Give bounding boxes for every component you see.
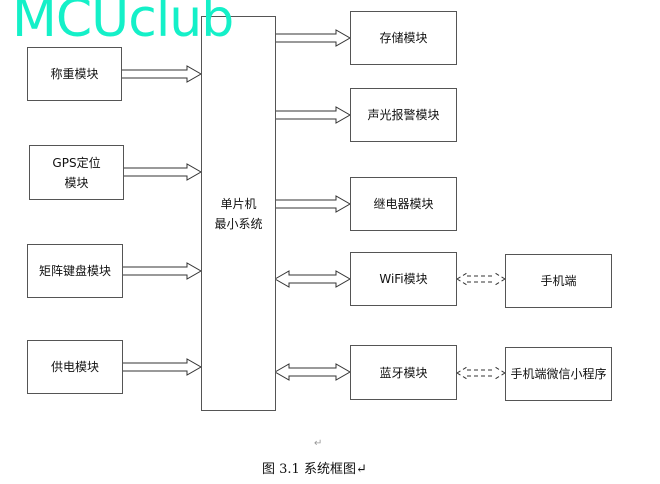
watermark-logo: MCUclub xyxy=(12,0,234,49)
wifi-module-label: WiFi模块 xyxy=(379,272,428,286)
phone-box: 手机端 xyxy=(505,254,612,308)
relay-module-box: 继电器模块 xyxy=(350,177,457,231)
mcu-label-2: 最小系统 xyxy=(214,216,263,231)
arrow-mcu-bluetooth xyxy=(273,363,352,381)
bluetooth-module-box: 蓝牙模块 xyxy=(350,345,457,400)
keypad-module-box: 矩阵键盘模块 xyxy=(27,244,123,298)
paragraph-mark: ↵ xyxy=(314,438,323,449)
arrow-gps-to-mcu xyxy=(122,163,203,181)
arrow-weighing-to-mcu xyxy=(120,65,203,83)
mcu-box: 单片机最小系统 xyxy=(201,16,276,411)
arrow-power-to-mcu xyxy=(121,358,203,376)
arrow-mcu-to-alarm xyxy=(274,106,352,124)
weighing-module-label: 称重模块 xyxy=(50,67,99,81)
power-module-label: 供电模块 xyxy=(50,360,99,374)
gps-module-label: GPS定位 xyxy=(52,155,101,170)
storage-module-box: 存储模块 xyxy=(350,11,457,65)
bluetooth-module-label: 蓝牙模块 xyxy=(379,365,428,380)
gps-module-label-2: 模块 xyxy=(64,175,89,190)
alarm-module-box: 声光报警模块 xyxy=(350,88,457,142)
power-module-box: 供电模块 xyxy=(27,340,123,394)
arrow-keypad-to-mcu xyxy=(121,262,203,280)
dashed-arrow-bt-miniprogram xyxy=(456,366,506,380)
wechat-miniprogram-box: 手机端微信小程序 xyxy=(505,347,612,401)
wifi-module-box: WiFi模块 xyxy=(350,252,457,306)
keypad-module-label: 矩阵键盘模块 xyxy=(38,264,111,278)
dashed-arrow-wifi-phone xyxy=(456,272,506,286)
gps-module-box: GPS定位模块 xyxy=(29,145,124,200)
arrow-mcu-wifi xyxy=(273,270,352,288)
storage-module-label: 存储模块 xyxy=(379,31,428,45)
arrow-mcu-to-storage xyxy=(274,29,352,47)
mcu-label: 单片机 xyxy=(220,196,257,211)
arrow-mcu-to-relay xyxy=(274,195,352,213)
phone-label: 手机端 xyxy=(540,274,577,288)
relay-module-label: 继电器模块 xyxy=(373,197,434,211)
alarm-module-label: 声光报警模块 xyxy=(367,108,440,122)
figure-caption: 图 3.1 系统框图↵ xyxy=(262,462,367,477)
weighing-module-box: 称重模块 xyxy=(27,47,122,101)
wechat-miniprogram-label: 手机端微信小程序 xyxy=(510,367,607,381)
